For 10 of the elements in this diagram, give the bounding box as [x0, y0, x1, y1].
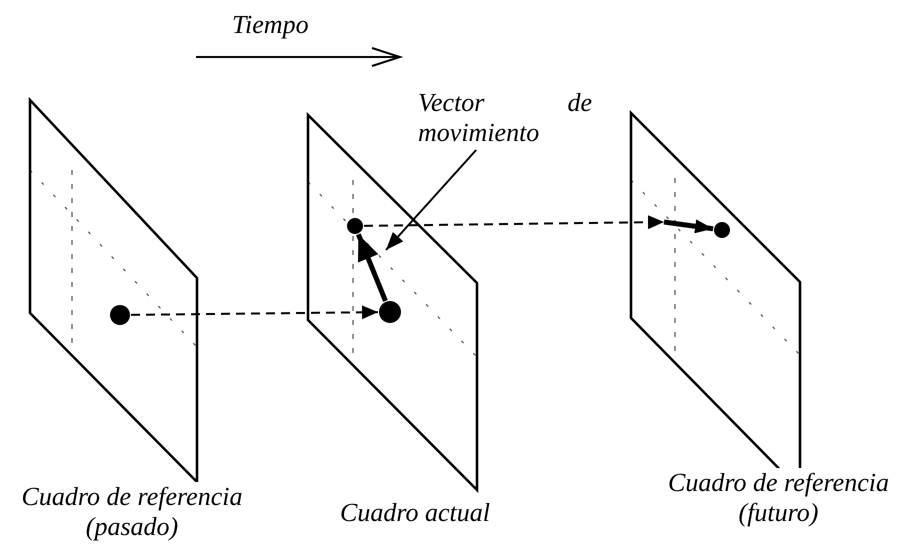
- point-dot: [379, 301, 401, 323]
- point-dot: [347, 218, 363, 234]
- dashed-arrow: [364, 215, 714, 234]
- leader-arrow: [385, 149, 477, 251]
- time-label: Tiempo: [232, 10, 309, 40]
- motion-vector-arrow: [356, 233, 388, 302]
- point-dot: [714, 222, 730, 238]
- point-dot: [110, 305, 130, 325]
- dashed-arrow: [130, 305, 378, 320]
- callout-text: Vector de movimiento: [418, 88, 592, 148]
